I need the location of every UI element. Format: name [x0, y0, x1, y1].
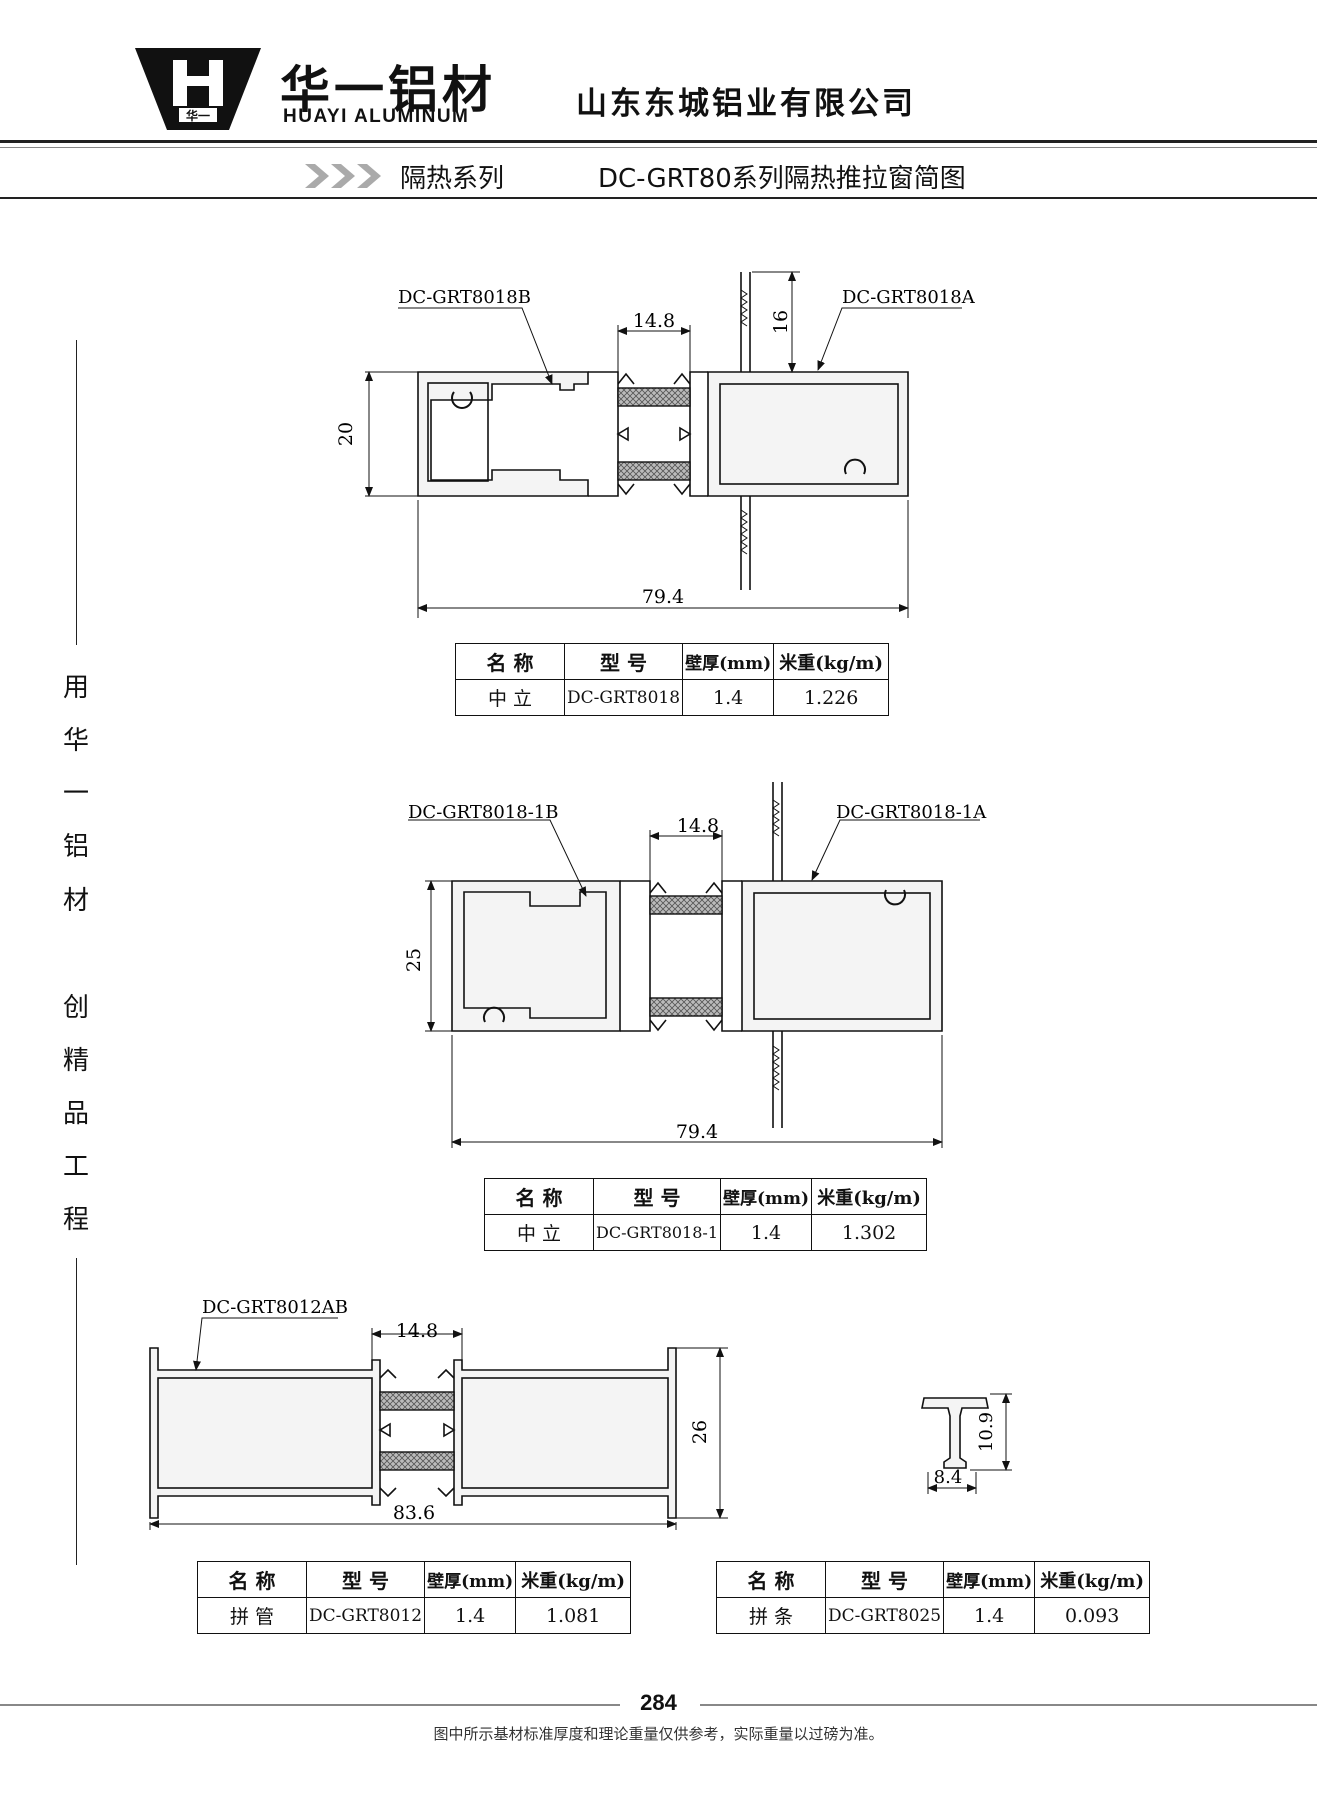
dim-profile-width: 79.4: [676, 1121, 718, 1143]
spec-table-dc-grt8025: 名 称 型 号 壁厚(mm) 米重(kg/m) 拼 条 DC-GRT8025 1…: [716, 1561, 1151, 1634]
dim-fin-height: 16: [770, 310, 792, 334]
side-line-top: [76, 340, 77, 645]
cell-weight: 0.093: [1034, 1597, 1151, 1634]
header-name: 名 称: [716, 1561, 826, 1598]
cell-name: 中 立: [455, 679, 565, 716]
chevrons-icon: [305, 164, 381, 188]
dim-thermal-break: 14.8: [677, 815, 719, 837]
cell-weight: 1.081: [515, 1597, 632, 1634]
side-line-bottom: [76, 1258, 77, 1565]
thermal-strip: [379, 1451, 455, 1471]
motto-char: 用: [62, 673, 89, 703]
dim-profile-height: 25: [403, 948, 425, 972]
profile-dc-grt8018-1: [451, 782, 943, 1128]
dim-strip-height: 10.9: [976, 1412, 997, 1452]
cell-weight: 1.226: [773, 679, 890, 716]
label-dc-grt8012ab: DC-GRT8012AB: [202, 1297, 348, 1318]
cell-model: DC-GRT8018: [563, 679, 684, 716]
spec-table-dc-grt8012: 名 称 型 号 壁厚(mm) 米重(kg/m) 拼 管 DC-GRT8012 1…: [197, 1561, 632, 1634]
cell-weight: 1.302: [811, 1214, 928, 1251]
header-model: 型 号: [593, 1178, 721, 1215]
label-dc-grt8018b: DC-GRT8018B: [398, 287, 531, 308]
motto-char: 材: [62, 886, 89, 916]
header-wall-thickness: 壁厚(mm): [719, 1178, 813, 1215]
dim-profile-height: 26: [689, 1420, 711, 1444]
series-name: 隔热系列: [400, 164, 505, 194]
thermal-strip: [649, 997, 723, 1017]
profile-dc-grt8012ab: [149, 1347, 677, 1519]
header-weight-per-meter: 米重(kg/m): [1034, 1561, 1151, 1598]
cell-name: 拼 条: [716, 1597, 826, 1634]
dim-strip-width: 8.4: [934, 1467, 963, 1488]
thermal-strip: [649, 895, 723, 915]
dim-thermal-break: 14.8: [633, 310, 675, 332]
cell-wall-thickness: 1.4: [719, 1214, 813, 1251]
brand-name-cn: 华一铝材: [280, 61, 496, 119]
header-wall-thickness: 壁厚(mm): [943, 1561, 1036, 1598]
cell-wall-thickness: 1.4: [943, 1597, 1036, 1634]
header-model: 型 号: [305, 1561, 426, 1598]
motto-char: 一: [62, 779, 89, 809]
label-dc-grt8018-1a: DC-GRT8018-1A: [836, 802, 987, 823]
header-weight-per-meter: 米重(kg/m): [811, 1178, 928, 1215]
motto-char: 精: [62, 1046, 89, 1076]
profile-dc-grt8018: [417, 272, 909, 590]
page-number: 284: [640, 1690, 677, 1715]
motto-char: 华: [62, 726, 89, 756]
header-wall-thickness: 壁厚(mm): [682, 643, 775, 680]
cell-model: DC-GRT8012: [305, 1597, 426, 1634]
profile-dc-grt8025: [921, 1397, 989, 1469]
logo-mark-text: 华一: [186, 108, 210, 123]
cell-name: 拼 管: [197, 1597, 307, 1634]
sheet-title: DC-GRT80系列隔热推拉窗简图: [598, 164, 966, 194]
header-name: 名 称: [455, 643, 565, 680]
header-model: 型 号: [563, 643, 684, 680]
label-dc-grt8018a: DC-GRT8018A: [842, 287, 976, 308]
header-rule-top: [0, 140, 1317, 143]
header-name: 名 称: [197, 1561, 307, 1598]
dim-thermal-break: 14.8: [396, 1320, 438, 1342]
motto-char: 品: [62, 1099, 89, 1129]
footer-rule-left: [0, 1704, 620, 1706]
company-name: 山东东城铝业有限公司: [576, 86, 916, 122]
cell-wall-thickness: 1.4: [682, 679, 775, 716]
cell-model: DC-GRT8025: [824, 1597, 945, 1634]
header-weight-per-meter: 米重(kg/m): [515, 1561, 632, 1598]
footer-note: 图中所示基材标准厚度和理论重量仅供参考，实际重量以过磅为准。: [433, 1725, 884, 1743]
spec-table-dc-grt8018-1: 名 称 型 号 壁厚(mm) 米重(kg/m) 中 立 DC-GRT8018-1…: [484, 1178, 928, 1251]
header-weight-per-meter: 米重(kg/m): [773, 643, 890, 680]
dim-profile-width: 83.6: [393, 1502, 435, 1524]
thermal-strip: [617, 461, 691, 481]
motto-char: 创: [62, 993, 89, 1023]
cell-name: 中 立: [484, 1214, 594, 1251]
header-model: 型 号: [824, 1561, 945, 1598]
huayi-logo: 华一: [135, 48, 261, 130]
thermal-strip: [617, 387, 691, 407]
dim-profile-height: 20: [335, 422, 357, 446]
cell-wall-thickness: 1.4: [424, 1597, 517, 1634]
dim-profile-width: 79.4: [642, 586, 684, 608]
label-dc-grt8018-1b: DC-GRT8018-1B: [408, 802, 558, 823]
header-rule-bottom: [0, 197, 1317, 199]
header-name: 名 称: [484, 1178, 594, 1215]
thermal-strip: [379, 1391, 455, 1411]
header-rule-thin: [0, 147, 1317, 148]
cell-model: DC-GRT8018-1: [593, 1214, 721, 1251]
brand-name-en: HUAYI ALUMINUM: [283, 106, 470, 127]
header-wall-thickness: 壁厚(mm): [424, 1561, 517, 1598]
motto-char: 工: [62, 1152, 89, 1182]
spec-table-dc-grt8018: 名 称 型 号 壁厚(mm) 米重(kg/m) 中 立 DC-GRT8018 1…: [455, 643, 890, 716]
footer-rule-right: [700, 1704, 1317, 1706]
motto-char: 铝: [62, 832, 89, 862]
motto-char: 程: [62, 1205, 89, 1235]
